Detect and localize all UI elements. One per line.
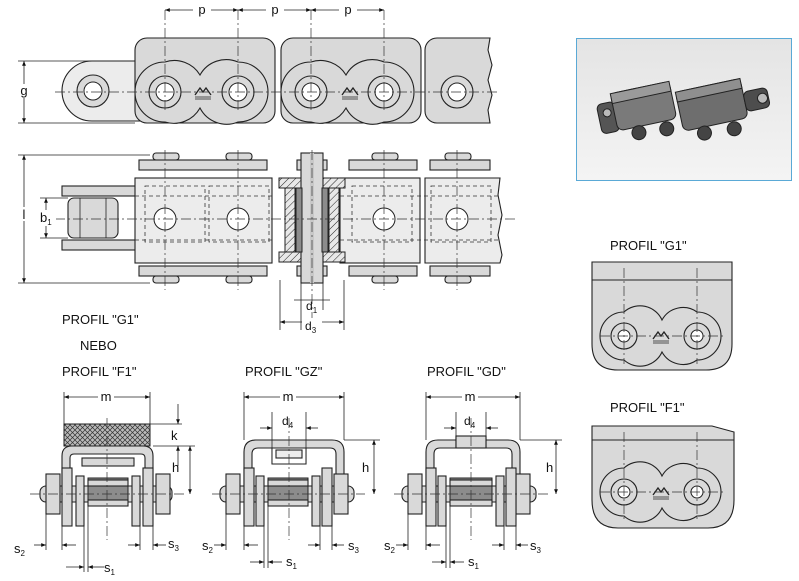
height-h-label-gd: h (546, 460, 553, 475)
cross-section-gd: m d4 h s2 s1 s3 (384, 389, 562, 571)
pitch-label-1: p (198, 2, 205, 17)
profile-g1-caption: PROFIL "G1" (62, 312, 139, 327)
profile-f1-drawing (591, 425, 735, 529)
chain-plan-view: l b1 d1 d3 (17, 150, 515, 335)
svg-text:s3: s3 (348, 538, 360, 555)
s1-label-f1: s (104, 560, 111, 575)
d4-label-gz: d (282, 414, 289, 428)
d4-label-gd: d (464, 414, 471, 428)
width-m-label-gz: m (283, 389, 294, 404)
svg-text:s1: s1 (286, 554, 298, 571)
bush-diameter-d3-label: d (305, 319, 312, 333)
svg-text:d1: d1 (306, 299, 318, 315)
svg-text:s2: s2 (202, 538, 214, 555)
pitch-label-3: p (344, 2, 351, 17)
svg-text:d4: d4 (282, 414, 294, 430)
profile-g1-drawing (591, 261, 733, 371)
svg-text:d3: d3 (305, 319, 317, 335)
svg-text:s1: s1 (468, 554, 480, 571)
profile-f1-right-caption: PROFIL "F1" (610, 400, 685, 415)
profile-gd-caption: PROFIL "GD" (427, 364, 506, 379)
svg-text:d4: d4 (464, 414, 476, 430)
cross-section-f1: m k h s2 s1 s3 (14, 389, 195, 577)
chain-side-view: p p p g (16, 2, 500, 125)
profile-gz-caption: PROFIL "GZ" (245, 364, 323, 379)
cross-section-gz: m d4 h s2 s1 s3 (202, 389, 380, 571)
svg-text:b1: b1 (40, 210, 52, 227)
height-h-label-f1: h (172, 460, 179, 475)
inner-width-b1-label: b (40, 210, 47, 225)
svg-text:s2: s2 (14, 541, 26, 558)
nebo-caption: NEBO (80, 338, 117, 353)
svg-text:s3: s3 (530, 538, 542, 555)
pin-diameter-d1-label: d (306, 299, 313, 313)
profile-f1-caption: PROFIL "F1" (62, 364, 137, 379)
svg-text:s3: s3 (168, 536, 180, 553)
chain-product-photo (576, 38, 792, 181)
width-m-label-gd: m (465, 389, 476, 404)
pad-thickness-k-label: k (171, 428, 178, 443)
length-l-label: l (23, 207, 26, 222)
profile-g1-right-caption: PROFIL "G1" (610, 238, 687, 253)
height-g-label: g (20, 83, 27, 98)
pitch-label-2: p (271, 2, 278, 17)
height-h-label-gz: h (362, 460, 369, 475)
svg-text:s1: s1 (104, 560, 116, 577)
width-m-label-f1: m (101, 389, 112, 404)
svg-text:s2: s2 (384, 538, 396, 555)
